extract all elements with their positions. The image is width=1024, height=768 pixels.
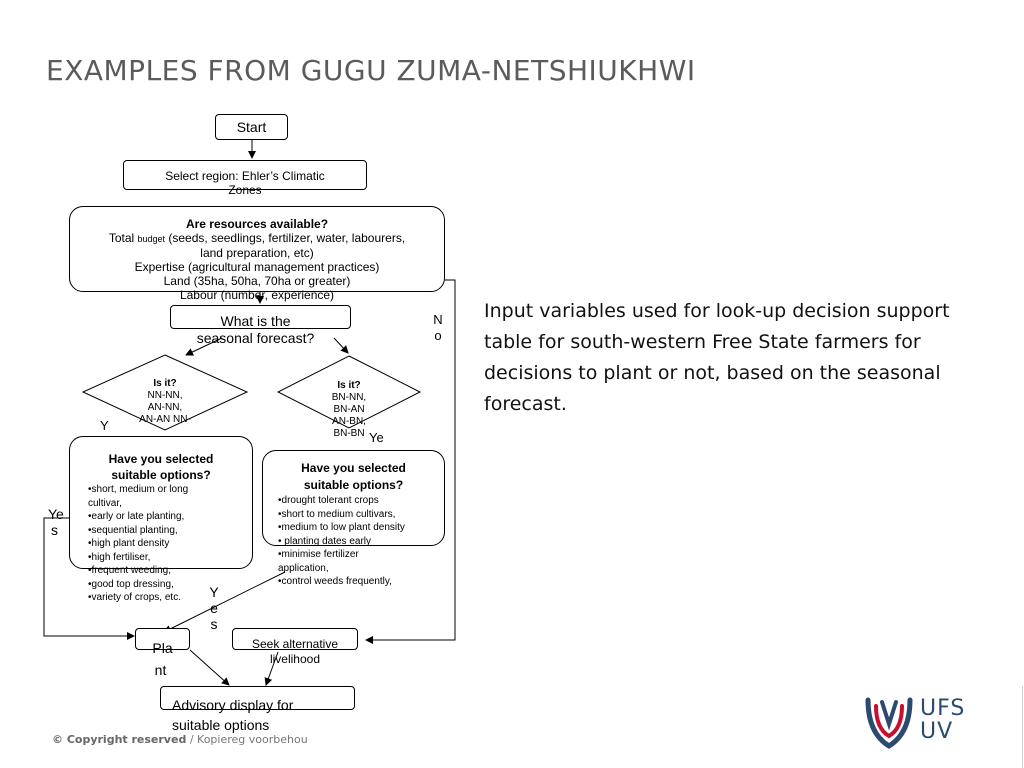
options-right-item: •medium to low plant density <box>278 522 405 533</box>
options-right-node: Have you selected suitable options? •dro… <box>262 450 445 587</box>
diamond-right-line4: BN-BN <box>333 428 365 439</box>
advisory-line2: suitable options <box>172 717 270 733</box>
forecast-line2: seasonal forecast? <box>196 330 315 346</box>
options-left-title-line2: suitable options? <box>111 468 211 482</box>
arrow-yes-left-path <box>43 517 135 640</box>
resources-labour: Labour (number, experience) <box>179 288 335 302</box>
seek-line1: Seek alternative <box>251 637 339 651</box>
diamond-right-text: Is it? BN-NN, BN-AN AN-BN, BN-BN <box>309 380 389 440</box>
seek-alternative-node: Seek alternative livelihood <box>232 628 358 666</box>
footer-copyright: © Copyright reserved / Kopiereg voorbeho… <box>52 733 308 746</box>
footer-sep: / <box>186 733 198 746</box>
options-left-item: •early or late planting, <box>88 511 185 522</box>
options-right-item: • planting dates early <box>278 535 372 547</box>
diamond-right-line2: BN-AN <box>333 404 365 415</box>
options-left-title-line1: Have you selected <box>108 452 214 466</box>
options-right-title-line1: Have you selected <box>301 461 406 475</box>
logo-text-line2: UV <box>920 719 954 744</box>
label-yes-left-1: Ye <box>48 506 64 522</box>
resources-land: Land (35ha, 50ha, 70ha or greater) <box>163 274 351 288</box>
footer-divider <box>1022 686 1023 768</box>
label-yes-left-2: s <box>51 522 58 538</box>
options-right-item: application, <box>278 562 329 574</box>
label-no: N o <box>432 312 444 344</box>
arrow-right-options-plant <box>163 571 286 633</box>
options-left-item: •high fertiliser, <box>88 551 151 563</box>
label-ye-right: Ye <box>369 430 384 445</box>
options-left-item: •frequent weeding, <box>88 565 172 576</box>
logo-text-line1: UFS <box>920 696 966 721</box>
region-line2: Zones <box>228 183 262 197</box>
resources-total: Total budget (seeds, seedlings, fertiliz… <box>108 231 406 245</box>
ufs-logo-icon <box>865 697 913 749</box>
footer-copyright-en: © Copyright reserved <box>52 733 187 746</box>
seek-line2: livelihood <box>269 652 321 666</box>
region-node: Select region: Ehler’s Climatic Zones <box>123 160 367 197</box>
resources-title: Are resources available? <box>185 217 329 231</box>
label-no-2: o <box>434 328 442 343</box>
options-right-item: •minimise fertilizer <box>278 549 359 560</box>
arrow-plant-advisory <box>189 649 230 686</box>
diamond-right-line3: AN-BN, <box>332 416 366 427</box>
start-label: Start <box>236 119 267 135</box>
slide-description: Input variables used for look-up decisio… <box>484 300 950 415</box>
ufs-logo-text: UFS UV <box>920 697 965 743</box>
options-left-item: •high plant density <box>88 538 170 549</box>
label-yes-mid-1: Y <box>209 584 219 600</box>
arrow-no-path <box>365 279 456 644</box>
arrow-forecast-left <box>185 337 223 356</box>
advisory-line1: Advisory display for <box>172 697 294 713</box>
diamond-right-title: Is it? <box>337 380 361 391</box>
options-right-title-line2: suitable options? <box>303 478 404 492</box>
resources-node: Are resources available? Total budget (s… <box>69 206 445 302</box>
plant-line1: Pla <box>152 640 173 656</box>
resources-total-line2: land preparation, etc) <box>200 246 314 260</box>
resources-expertise: Expertise (agricultural management pract… <box>134 260 380 274</box>
start-node: Start <box>215 114 288 140</box>
plant-node: Pla nt <box>135 628 190 678</box>
diamond-left-text: Is it? NN-NN, AN-NN, AN-AN NN- <box>125 378 205 426</box>
options-left-item: cultivar, <box>88 497 122 509</box>
label-yes-mid: Y e s <box>207 584 221 632</box>
arrow-forecast-right <box>333 337 349 354</box>
options-left-list: •short, medium or long cultivar, •early … <box>88 483 252 605</box>
advisory-node: Advisory display for suitable options <box>160 686 355 733</box>
label-y-left: Y <box>100 418 109 433</box>
decision-diamond-right <box>276 355 422 429</box>
diamond-left-line2: AN-NN, <box>147 402 183 413</box>
decision-diamond-left <box>81 354 249 431</box>
label-yes-mid-3: s <box>210 616 218 632</box>
options-right-item: •control weeds frequently, <box>278 576 392 587</box>
diamond-left-line1: NN-NN, <box>147 390 183 401</box>
diamond-left-title: Is it? <box>153 378 177 389</box>
forecast-node: What is the seasonal forecast? <box>170 305 351 346</box>
label-yes-left: Ye s <box>48 506 64 538</box>
diamond-left-line3: AN-AN NN- <box>139 414 191 425</box>
label-no-1: N <box>433 312 443 327</box>
options-right-item: •drought tolerant crops <box>278 495 379 506</box>
forecast-line1: What is the <box>220 313 291 329</box>
slide-title: EXAMPLES FROM GUGU ZUMA-NETSHIUKHWI <box>46 54 696 87</box>
options-right-item: •short to medium cultivars, <box>278 508 396 520</box>
footer-copyright-af: Kopiereg voorbehou <box>197 733 308 746</box>
options-left-node: Have you selected suitable options? •sho… <box>69 436 253 603</box>
options-left-item: •good top dressing, <box>88 578 174 590</box>
arrow-seek-advisory <box>264 651 279 686</box>
region-line1: Select region: Ehler’s Climatic <box>165 169 325 183</box>
diamond-right-line1: BN-NN, <box>331 392 367 403</box>
options-right-list: •drought tolerant crops •short to medium… <box>278 494 444 589</box>
label-yes-mid-2: e <box>210 600 218 616</box>
options-left-item: •variety of crops, etc. <box>88 592 181 603</box>
options-left-item: •sequential planting, <box>88 524 178 536</box>
options-left-item: •short, medium or long <box>88 484 189 495</box>
plant-line2: nt <box>154 662 167 678</box>
